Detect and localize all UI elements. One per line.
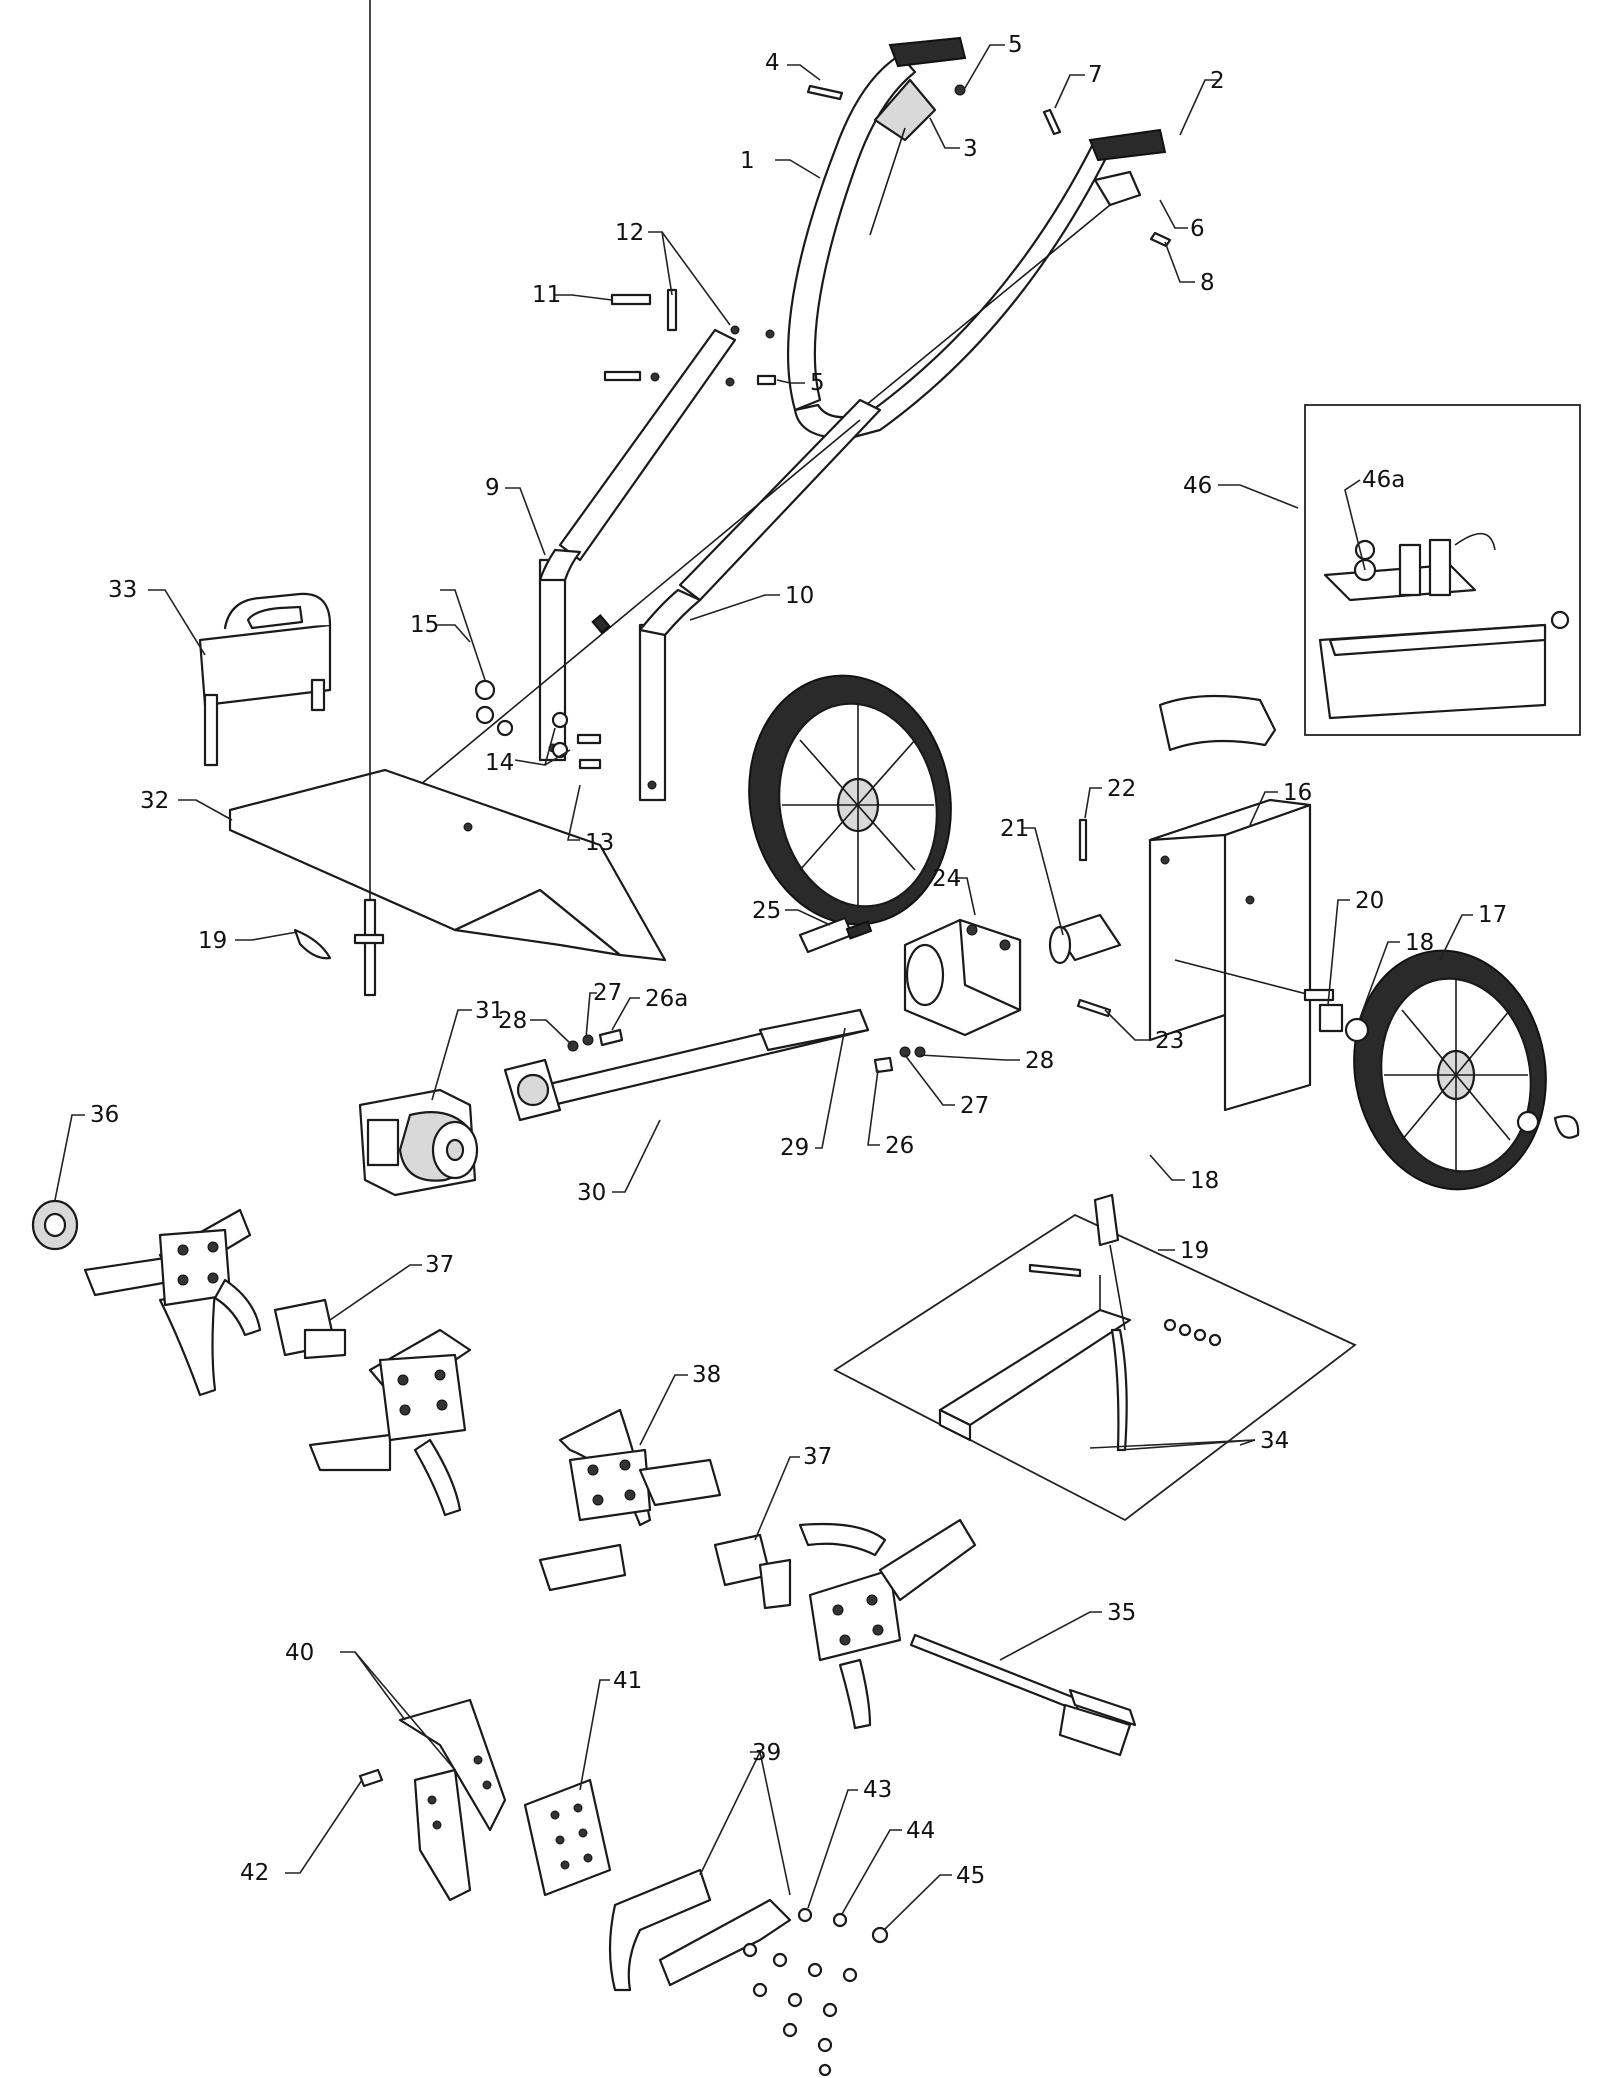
gearbox-mount-24 [903, 918, 1022, 1037]
callout-numbers: 1 2 3 4 5 5 6 7 8 9 10 11 12 13 14 15 16… [90, 32, 1507, 1889]
axle-parts [1048, 818, 1580, 1139]
inset-46 [1304, 404, 1581, 736]
callout-11: 11 [532, 282, 561, 308]
tine-set-center [308, 1328, 472, 1517]
hairpin-19-left [293, 928, 332, 960]
callout-13: 13 [585, 830, 614, 856]
nut-36 [31, 1199, 79, 1251]
callout-31: 31 [475, 998, 504, 1024]
callout-35: 35 [1107, 1600, 1136, 1626]
callout-40: 40 [285, 1640, 314, 1666]
callout-25: 25 [752, 898, 781, 924]
callout-44: 44 [906, 1818, 935, 1844]
callout-41: 41 [613, 1668, 642, 1694]
depth-bar-kit-34 [833, 1193, 1357, 1522]
callout-9: 9 [485, 475, 500, 501]
callout-21: 21 [1000, 816, 1029, 842]
callout-34: 34 [1260, 1428, 1289, 1454]
callout-46a: 46a [1362, 467, 1405, 493]
drag-stake-35 [909, 1633, 1137, 1757]
callout-16: 16 [1283, 780, 1312, 806]
callout-39: 39 [752, 1740, 781, 1766]
callout-37-left: 37 [425, 1252, 454, 1278]
tine-set-left [83, 1208, 262, 1397]
callout-27-right: 27 [960, 1093, 989, 1119]
callout-27-left: 27 [593, 980, 622, 1006]
hardware-43-44-45 [742, 1907, 889, 2077]
callout-18-bottom: 18 [1190, 1168, 1219, 1194]
callout-43: 43 [863, 1777, 892, 1803]
wheel-right-17 [1353, 949, 1547, 1191]
tine-shaft-30 [503, 1008, 926, 1122]
callout-19-right: 19 [1180, 1238, 1209, 1264]
callout-42: 42 [240, 1860, 269, 1886]
callout-3: 3 [963, 136, 978, 162]
callout-30: 30 [577, 1180, 606, 1206]
wheel-left [748, 674, 952, 926]
hub-37-left [273, 1298, 347, 1360]
callout-14: 14 [485, 750, 514, 776]
callout-1: 1 [740, 148, 755, 174]
callout-22: 22 [1107, 776, 1136, 802]
callout-37-right: 37 [803, 1444, 832, 1470]
leader-lines [54, 44, 1473, 1931]
callout-33: 33 [108, 577, 137, 603]
callout-12: 12 [615, 220, 644, 246]
callout-2: 2 [1210, 68, 1225, 94]
callout-17: 17 [1478, 902, 1507, 928]
callout-20: 20 [1355, 888, 1384, 914]
callout-4: 4 [765, 50, 780, 76]
bolt-42 [358, 1768, 384, 1788]
callout-29: 29 [780, 1135, 809, 1161]
tine-blades-39 [608, 1868, 792, 1992]
engine-shroud-33 [198, 592, 332, 767]
callout-8: 8 [1200, 270, 1215, 296]
plate-41 [523, 1778, 612, 1897]
lower-handle-assembly [419, 328, 882, 802]
transmission-31 [358, 1088, 479, 1197]
callout-6: 6 [1190, 216, 1205, 242]
callout-10: 10 [785, 583, 814, 609]
wheel-bracket-16 [1148, 694, 1335, 1112]
callout-26a: 26a [645, 986, 688, 1012]
callout-5-mid: 5 [810, 370, 825, 396]
callout-46: 46 [1183, 473, 1212, 499]
callout-18-top: 18 [1405, 930, 1434, 956]
callout-32: 32 [140, 788, 169, 814]
callout-24: 24 [932, 866, 961, 892]
callout-7: 7 [1088, 62, 1103, 88]
callout-5-top: 5 [1008, 32, 1023, 58]
upper-handle-assembly [786, 36, 1167, 440]
callout-28-right: 28 [1025, 1048, 1054, 1074]
callout-36: 36 [90, 1102, 119, 1128]
callout-19-left: 19 [198, 928, 227, 954]
hub-37-right [713, 1533, 792, 1610]
callout-45: 45 [956, 1863, 985, 1889]
callout-23: 23 [1155, 1028, 1184, 1054]
callout-15: 15 [410, 612, 439, 638]
pin-25 [798, 916, 873, 954]
tine-blades-40 [398, 1698, 507, 1902]
tine-shield-32 [228, 0, 667, 997]
callout-26: 26 [885, 1133, 914, 1159]
tine-set-38 [538, 1408, 722, 1592]
callout-38: 38 [692, 1362, 721, 1388]
callout-28-left: 28 [498, 1008, 527, 1034]
tine-set-right [798, 1518, 977, 1730]
